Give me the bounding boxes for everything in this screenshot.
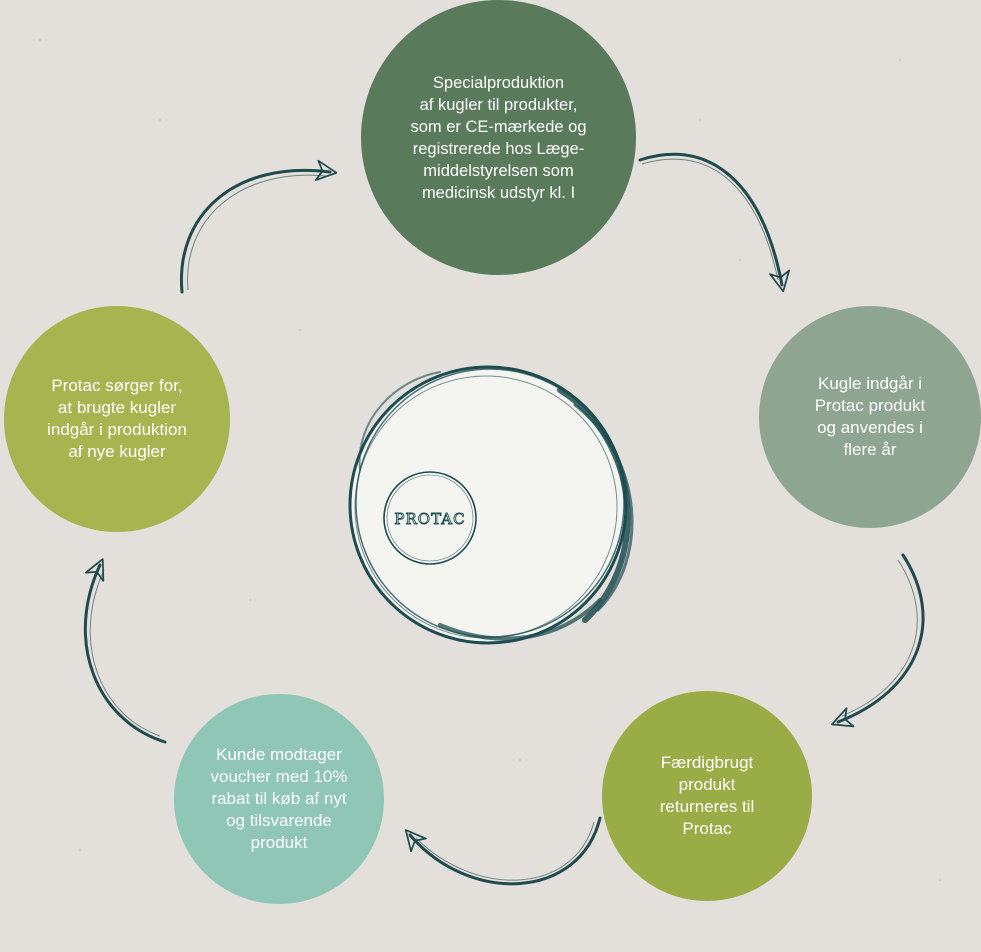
arrow-recycling-to-production (179, 159, 338, 294)
node-ball-in-product: Kugle indgår i Protac produkt og anvende… (759, 306, 981, 528)
protac-ball-illustration: PROTAC (348, 365, 634, 645)
node-special-production: Specialproduktion af kugler til produkte… (361, 0, 636, 275)
arrow-return-to-voucher (404, 816, 602, 886)
node-product-returned-text: Færdigbrugt produkt returneres til Prota… (659, 753, 755, 838)
arrow-voucher-to-recycling (83, 558, 167, 744)
node-customer-voucher: Kunde modtager voucher med 10% rabat til… (174, 694, 384, 904)
node-ball-in-product-text: Kugle indgår i Protac produkt og anvende… (814, 374, 926, 459)
node-product-returned: Færdigbrugt produkt returneres til Prota… (602, 691, 812, 901)
arrow-production-to-use (638, 152, 790, 293)
node-recycling-text: Protac sørger for, at brugte kugler indg… (47, 376, 187, 461)
ball-logo-text: PROTAC (394, 510, 465, 528)
node-customer-voucher-text: Kunde modtager voucher med 10% rabat til… (210, 745, 348, 852)
node-special-production-text: Specialproduktion af kugler til produkte… (410, 73, 587, 202)
arrow-use-to-return (831, 553, 925, 728)
node-recycling: Protac sørger for, at brugte kugler indg… (4, 306, 230, 532)
